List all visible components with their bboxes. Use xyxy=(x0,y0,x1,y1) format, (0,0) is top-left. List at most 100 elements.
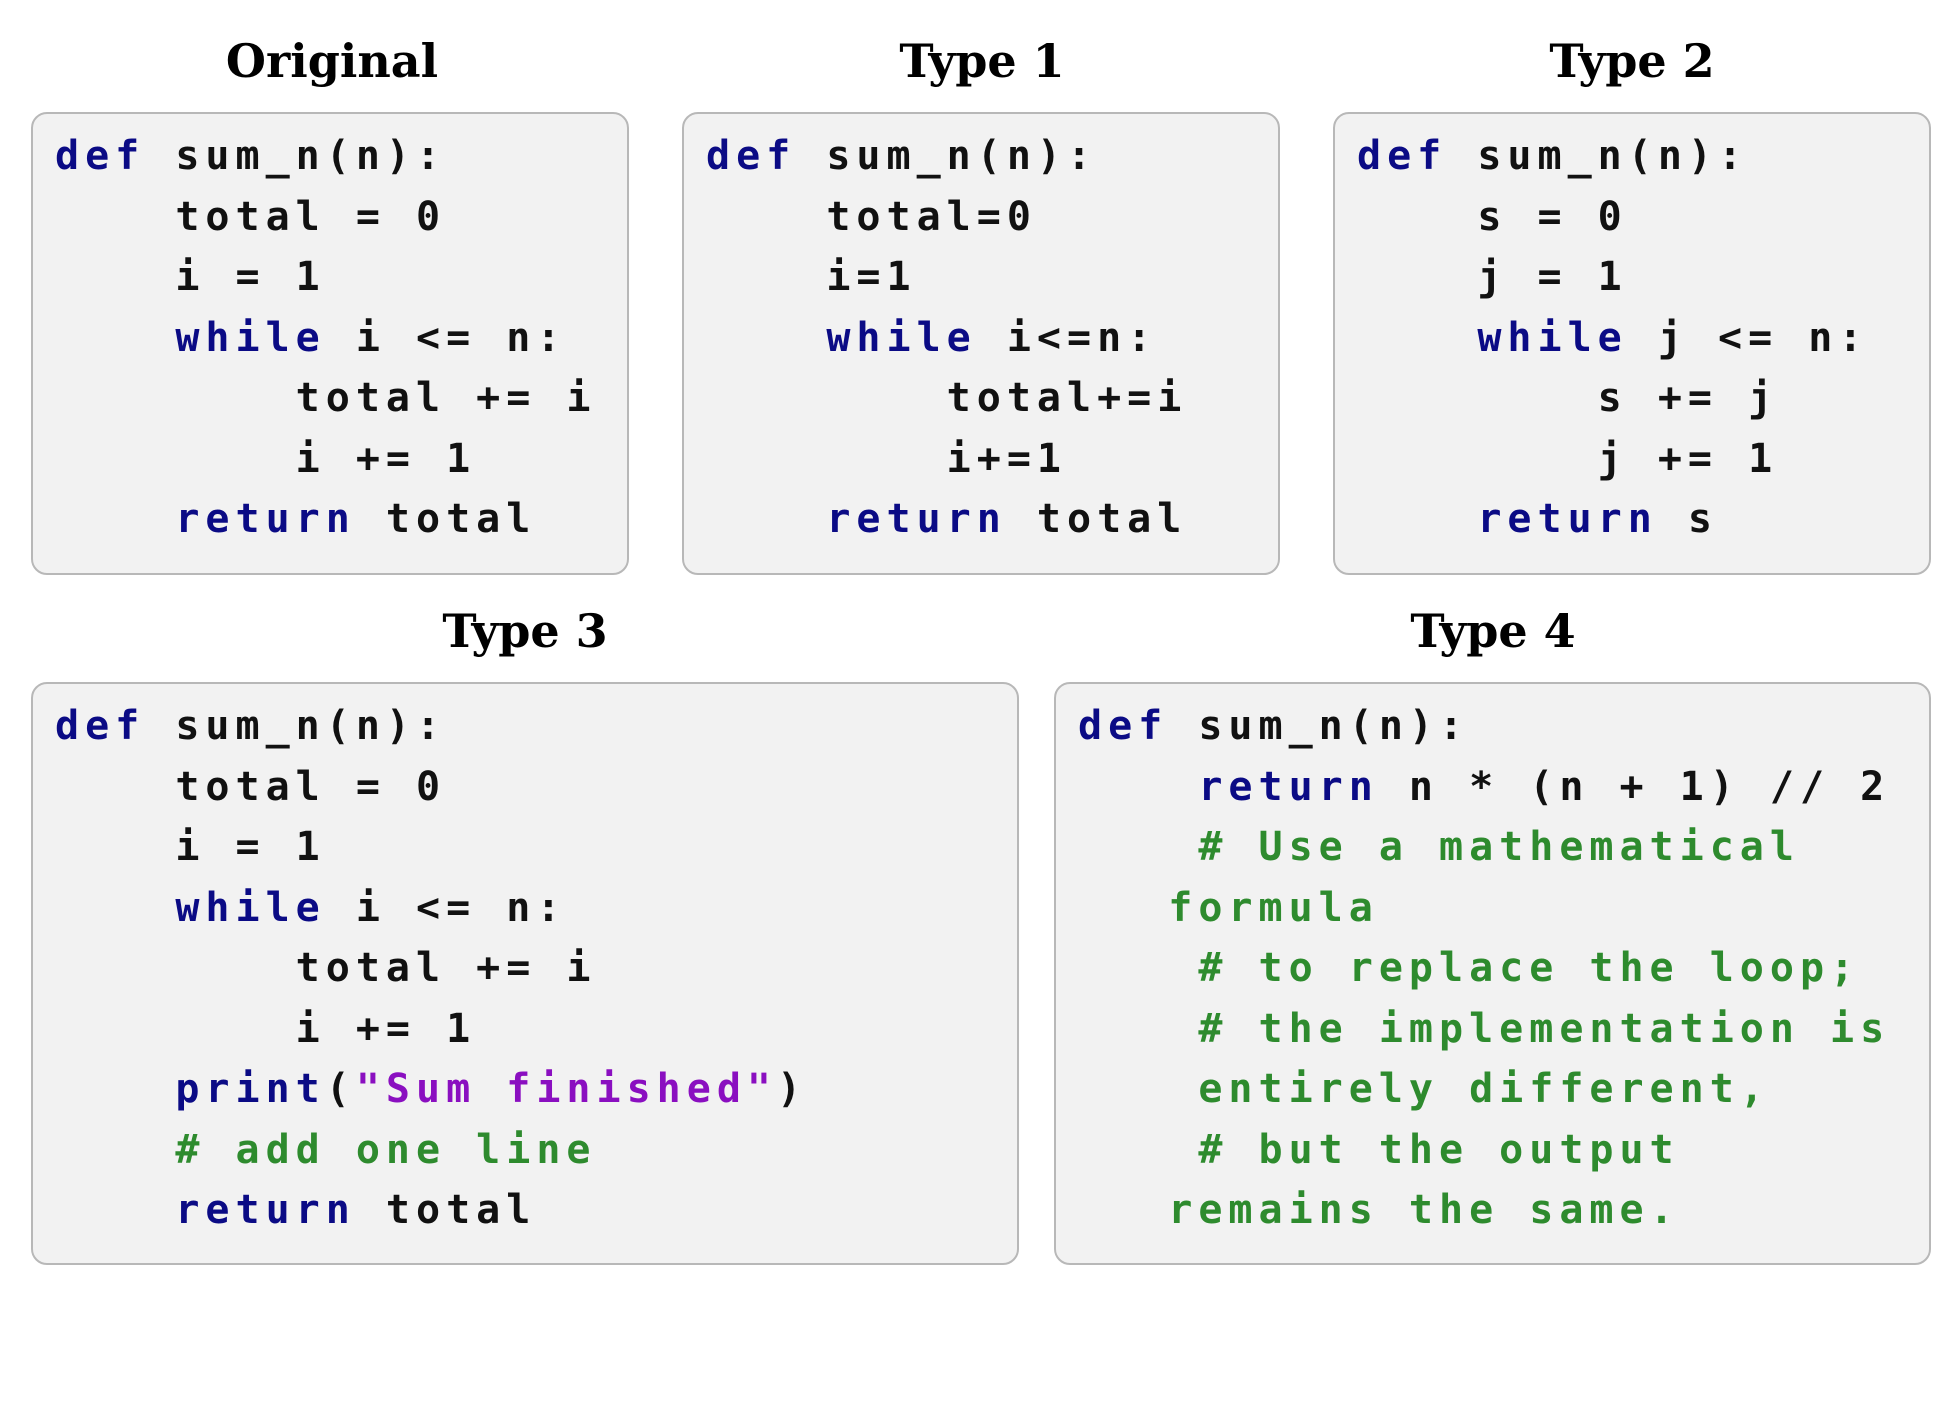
code-line: j = 1 xyxy=(1357,257,1628,297)
code-token-text: sum_n(n): xyxy=(145,133,447,179)
code-token-text: i = 1 xyxy=(55,254,326,300)
code-token-text xyxy=(55,315,175,361)
code-line: # add one line xyxy=(55,1130,596,1170)
panel-title-type1: Type 1 xyxy=(899,34,1065,88)
code-line: total += i xyxy=(55,948,596,988)
code-line: while i <= n: xyxy=(55,888,566,928)
code-token-text: j = 1 xyxy=(1357,254,1628,300)
code-token-keyword: return xyxy=(175,1187,356,1233)
code-token-text: i <= n: xyxy=(325,314,567,361)
code-token-text: i <= n: xyxy=(325,884,567,931)
code-token-text: i += 1 xyxy=(55,435,477,482)
code-token-comment: # the implementation is xyxy=(1078,1005,1891,1052)
code-token-text: i+=1 xyxy=(706,435,1067,482)
code-line: s += j xyxy=(1357,378,1778,418)
code-line: total = 0 xyxy=(55,197,446,237)
code-line: # Use a mathematical xyxy=(1078,827,1800,867)
code-token-text: total+=i xyxy=(706,375,1188,421)
code-token-text: i=1 xyxy=(706,254,917,300)
code-token-text xyxy=(55,496,175,542)
code-token-keyword: return xyxy=(826,496,1007,542)
code-line: def sum_n(n): xyxy=(1078,706,1469,746)
code-line: while i<=n: xyxy=(706,318,1157,358)
code-token-comment: # Use a mathematical xyxy=(1078,824,1800,870)
code-box-original: def sum_n(n): total = 0 i = 1 while i <=… xyxy=(31,112,629,575)
code-line: # to replace the loop; xyxy=(1078,948,1860,988)
code-line: print("Sum finished") xyxy=(55,1069,807,1109)
code-token-keyword: return xyxy=(1477,496,1658,542)
code-line: return total xyxy=(55,1190,536,1230)
code-line: while j <= n: xyxy=(1357,318,1868,358)
code-box-type4: def sum_n(n): return n * (n + 1) // 2 # … xyxy=(1054,682,1931,1265)
code-token-keyword: while xyxy=(826,314,977,361)
code-line: return total xyxy=(55,499,536,539)
code-line: total += i xyxy=(55,378,596,418)
code-token-keyword: return xyxy=(175,496,356,542)
code-token-keyword: def xyxy=(55,133,146,179)
code-line: remains the same. xyxy=(1078,1190,1680,1230)
code-token-text xyxy=(55,1187,175,1233)
code-token-text: total xyxy=(355,1187,537,1233)
code-line: def sum_n(n): xyxy=(55,136,446,176)
code-line: # the implementation is xyxy=(1078,1009,1890,1049)
code-token-text: j += 1 xyxy=(1357,435,1779,482)
code-token-keyword: def xyxy=(706,133,797,179)
panel-title-type3: Type 3 xyxy=(442,604,608,658)
code-line: while i <= n: xyxy=(55,318,566,358)
code-token-text: i<=n: xyxy=(976,314,1158,361)
code-token-string: "Sum finished" xyxy=(355,1066,777,1112)
code-token-text: sum_n(n): xyxy=(1447,133,1749,179)
code-token-text: ) xyxy=(777,1066,808,1112)
code-token-keyword: while xyxy=(175,314,326,361)
code-line: s = 0 xyxy=(1357,197,1628,237)
code-line: i = 1 xyxy=(55,827,326,867)
code-token-text: sum_n(n): xyxy=(145,703,447,749)
code-token-comment: entirely different, xyxy=(1078,1066,1770,1112)
code-line: # but the output xyxy=(1078,1130,1680,1170)
code-line: i = 1 xyxy=(55,257,326,297)
code-token-comment: remains the same. xyxy=(1078,1187,1680,1233)
code-token-text: total += i xyxy=(55,945,597,991)
code-token-text: total xyxy=(355,496,537,542)
code-line: def sum_n(n): xyxy=(55,706,446,746)
code-token-text xyxy=(1357,315,1477,361)
code-token-text: s xyxy=(1657,496,1718,542)
code-line: j += 1 xyxy=(1357,439,1778,479)
code-line: return n * (n + 1) // 2 xyxy=(1078,767,1890,807)
code-line: total = 0 xyxy=(55,767,446,807)
code-token-keyword: while xyxy=(175,884,326,931)
code-token-text: ( xyxy=(325,1066,356,1112)
code-token-text xyxy=(55,885,175,931)
code-token-text: j <= n: xyxy=(1627,314,1869,361)
code-token-keyword: print xyxy=(175,1066,326,1112)
code-token-comment: # to replace the loop; xyxy=(1078,945,1861,991)
code-line: formula xyxy=(1078,888,1379,928)
code-token-comment: formula xyxy=(1078,884,1379,931)
code-line: i=1 xyxy=(706,257,917,297)
code-token-text: sum_n(n): xyxy=(796,133,1098,179)
code-token-text: total=0 xyxy=(706,193,1037,240)
code-token-text xyxy=(706,315,826,361)
code-token-keyword: return xyxy=(1198,763,1379,810)
code-line: def sum_n(n): xyxy=(706,136,1097,176)
code-line: i+=1 xyxy=(706,439,1067,479)
panel-title-type2: Type 2 xyxy=(1549,34,1715,88)
panel-title-original: Original xyxy=(225,34,439,88)
code-token-text xyxy=(706,496,826,542)
code-line: total=0 xyxy=(706,197,1037,237)
code-line: total+=i xyxy=(706,378,1187,418)
code-token-text xyxy=(1078,764,1198,810)
code-token-text xyxy=(55,1066,175,1112)
code-token-text: total xyxy=(1006,496,1188,542)
code-box-type1: def sum_n(n): total=0 i=1 while i<=n: to… xyxy=(682,112,1280,575)
code-token-text: s = 0 xyxy=(1357,193,1628,240)
code-line: i += 1 xyxy=(55,439,476,479)
code-line: i += 1 xyxy=(55,1009,476,1049)
code-line: entirely different, xyxy=(1078,1069,1770,1109)
code-token-text: i += 1 xyxy=(55,1005,477,1052)
code-token-text: s += j xyxy=(1357,375,1779,421)
panel-title-type4: Type 4 xyxy=(1410,604,1576,658)
code-token-comment: # add one line xyxy=(55,1126,597,1173)
code-token-keyword: def xyxy=(1357,133,1448,179)
code-token-text: total += i xyxy=(55,375,597,421)
